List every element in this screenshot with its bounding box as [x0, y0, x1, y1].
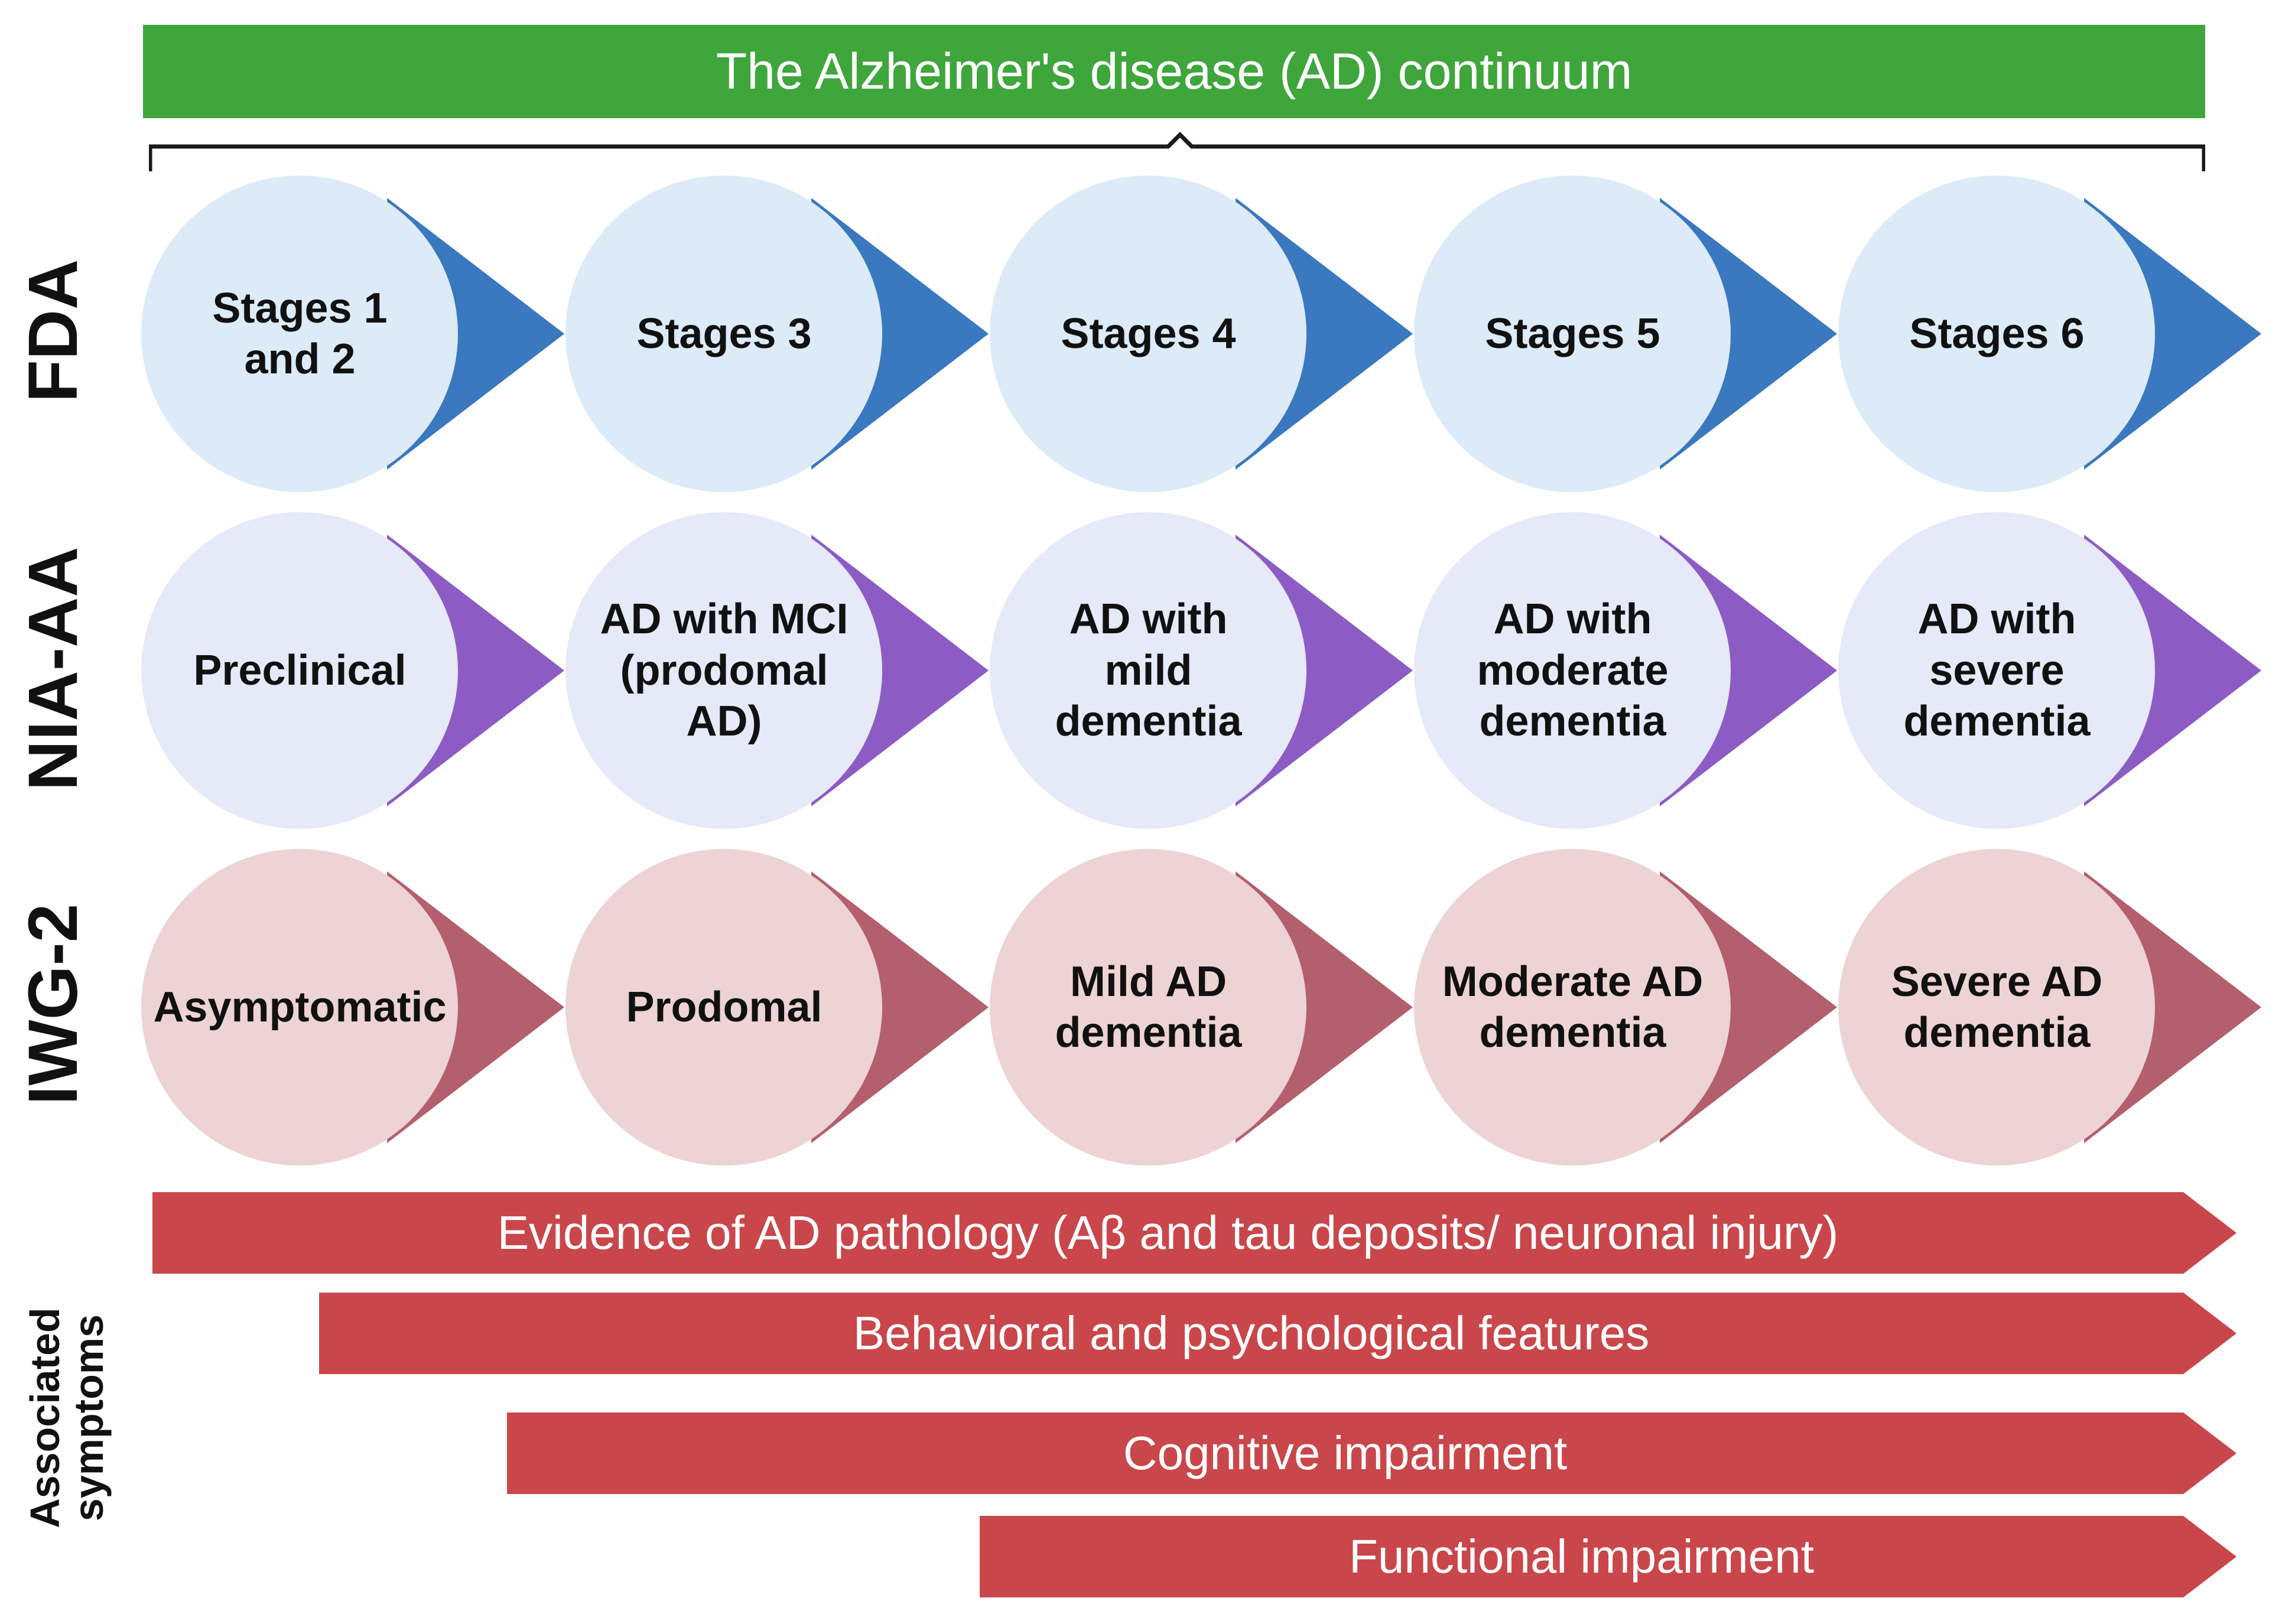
- stage-marker-shape: [1414, 175, 1837, 492]
- stage-label: Stages 5: [1485, 310, 1660, 357]
- stage-marker-shape: [141, 849, 564, 1166]
- stage-marker-shape: [1838, 512, 2261, 829]
- stage-marker-shape: [990, 175, 1413, 492]
- pathology-evidence-bar: Evidence of AD pathology (Aβ and tau dep…: [152, 1192, 2237, 1274]
- row-label-fda: FDA: [14, 259, 92, 403]
- stage-iwg-2-2: Prodomal: [563, 848, 1000, 1167]
- stage-iwg-2-3: Mild AD dementia: [987, 848, 1425, 1167]
- continuum-banner: The Alzheimer's disease (AD) continuum: [143, 25, 2205, 118]
- stage-label: AD with mild dementia: [1055, 595, 1242, 746]
- stage-circle: [990, 849, 1306, 1166]
- symptom-label: Evidence of AD pathology (Aβ and tau dep…: [497, 1206, 1839, 1259]
- stage-circle: [141, 849, 458, 1166]
- stage-nia-aa-1: Preclinical: [139, 511, 576, 830]
- stage-label: Mild AD dementia: [1055, 958, 1242, 1056]
- stage-marker-shape: [990, 849, 1413, 1166]
- stage-circle: [565, 849, 882, 1166]
- row-label-nia-aa: NIA-AA: [14, 546, 92, 791]
- stage-marker-shape: [565, 512, 989, 829]
- stage-label: Asymptomatic: [153, 983, 447, 1031]
- stage-circle: [1414, 849, 1731, 1166]
- stage-label: Prodomal: [626, 983, 823, 1031]
- stage-circle: [1838, 512, 2155, 829]
- stage-circle: [990, 512, 1306, 829]
- stage-marker-shape: [141, 175, 564, 492]
- stage-marker-shape: [1414, 512, 1837, 829]
- stage-fda-3: Stages 4: [987, 174, 1425, 493]
- symptom-arrow-shape: [507, 1413, 2237, 1494]
- stage-marker-shape: [1414, 849, 1837, 1166]
- cognitive-impairment-bar: Cognitive impairment: [507, 1413, 2237, 1494]
- symptom-label: Cognitive impairment: [1123, 1427, 1568, 1479]
- functional-impairment-bar: Functional impairment: [980, 1516, 2237, 1597]
- stage-nia-aa-5: AD with severe dementia: [1836, 511, 2273, 830]
- stage-fda-4: Stages 5: [1412, 174, 1849, 493]
- continuum-bracket: [149, 132, 2205, 171]
- stage-circle: [565, 512, 882, 829]
- stage-nia-aa-3: AD with mild dementia: [987, 511, 1425, 830]
- stage-label: Severe AD dementia: [1891, 958, 2103, 1056]
- stage-circle: [141, 175, 458, 492]
- stage-label: Preclinical: [193, 646, 407, 694]
- stage-fda-2: Stages 3: [563, 174, 1000, 493]
- symptom-arrow-shape: [152, 1192, 2237, 1274]
- symptom-label: Behavioral and psychological features: [853, 1307, 1650, 1359]
- stage-label: AD with moderate dementia: [1477, 595, 1669, 746]
- stage-marker-shape: [1838, 849, 2261, 1166]
- stage-label: Stages 4: [1061, 310, 1236, 357]
- stage-iwg-2-4: Moderate AD dementia: [1412, 848, 1849, 1167]
- symptom-arrow-shape: [319, 1293, 2237, 1374]
- stage-label: Stages 1 and 2: [212, 284, 388, 383]
- stage-marker-shape: [565, 849, 989, 1166]
- stage-label: Moderate AD dementia: [1442, 958, 1704, 1056]
- stage-label: AD with MCI (prodomal AD): [600, 595, 849, 746]
- stage-circle: [1414, 175, 1731, 492]
- stage-circle: [565, 175, 882, 492]
- stage-marker-shape: [1838, 175, 2261, 492]
- stage-nia-aa-2: AD with MCI (prodomal AD): [563, 511, 1000, 830]
- stage-iwg-2-5: Severe AD dementia: [1836, 848, 2273, 1167]
- symptom-label: Functional impairment: [1349, 1530, 1814, 1583]
- stage-label: Stages 3: [636, 310, 812, 357]
- continuum-title: The Alzheimer's disease (AD) continuum: [716, 43, 1633, 100]
- stage-label: AD with severe dementia: [1903, 595, 2091, 746]
- associated-symptoms-label: Associated symptoms: [22, 1307, 112, 1528]
- behavioral-features-bar: Behavioral and psychological features: [319, 1293, 2237, 1374]
- stage-circle: [990, 175, 1306, 492]
- stage-circle: [1838, 175, 2155, 492]
- stage-circle: [1838, 849, 2155, 1166]
- row-label-iwg-2: IWG-2: [14, 903, 92, 1105]
- stage-iwg-2-1: Asymptomatic: [139, 848, 576, 1167]
- stage-nia-aa-4: AD with moderate dementia: [1412, 511, 1849, 830]
- stage-fda-5: Stages 6: [1836, 174, 2273, 493]
- stage-marker-shape: [990, 512, 1413, 829]
- stage-label: Stages 6: [1909, 310, 2085, 357]
- stage-marker-shape: [565, 175, 989, 492]
- symptom-arrow-shape: [980, 1516, 2237, 1597]
- stage-fda-1: Stages 1 and 2: [139, 174, 576, 493]
- stage-circle: [1414, 512, 1731, 829]
- stage-circle: [141, 512, 458, 829]
- stage-marker-shape: [141, 512, 564, 829]
